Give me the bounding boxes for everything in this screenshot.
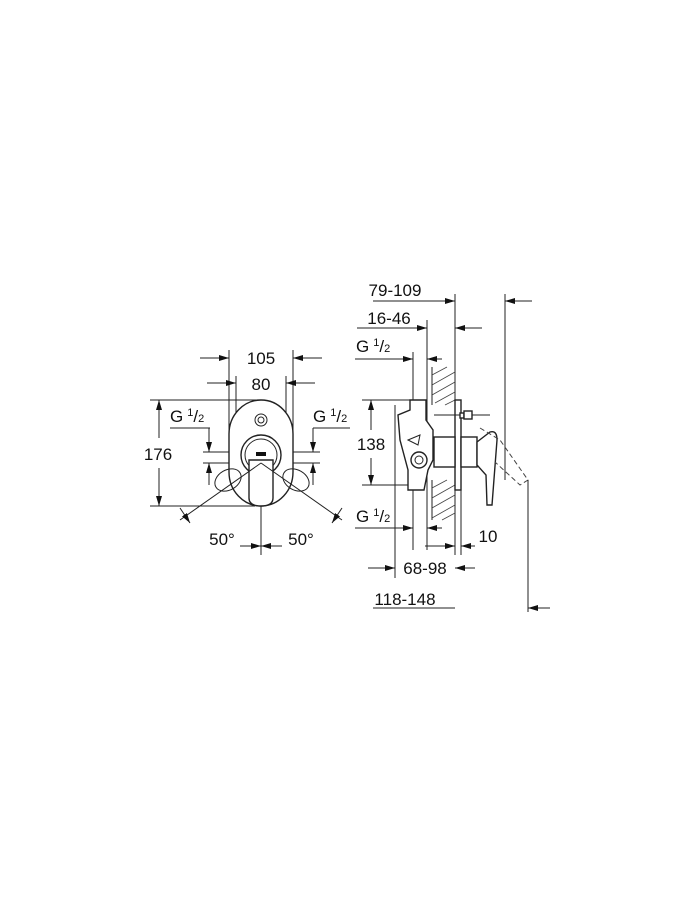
outlet-port-icon (410, 451, 428, 469)
mixer-body (397, 399, 434, 491)
diverter-knob-icon (254, 413, 268, 427)
lever-side (476, 430, 498, 506)
angle-right-label: 50° (288, 530, 314, 549)
wall-section (431, 366, 456, 521)
valve-body (433, 436, 456, 468)
dim-79-109-label: 79-109 (369, 281, 422, 300)
dim-138-label: 138 (357, 435, 385, 454)
dim-105-label: 105 (247, 349, 275, 368)
dim-68-98-label: 68-98 (403, 559, 446, 578)
lever-left-position (214, 468, 242, 492)
dim-10-label: 10 (479, 527, 498, 546)
dim-16-46-label: 16-46 (367, 309, 410, 328)
dim-80-label: 80 (252, 375, 271, 394)
lever-right-position (282, 468, 310, 492)
dim-176-label: 176 (144, 445, 172, 464)
lever-handle (248, 459, 274, 507)
angle-left-label: 50° (209, 530, 235, 549)
dim-118-148-label: 118-148 (374, 590, 435, 609)
